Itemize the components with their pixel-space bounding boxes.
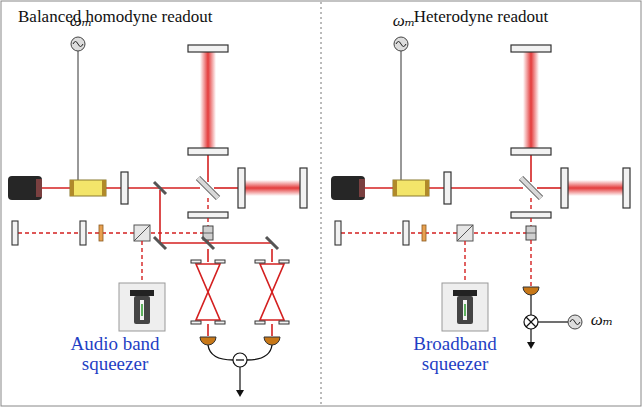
homodyne-readout — [154, 182, 289, 397]
heterodyne-readout — [523, 240, 582, 349]
panel-heading: Heterodyne readout — [322, 7, 640, 27]
frequency-label: ωₘ — [585, 311, 619, 329]
panel-heading: Balanced homodyne readout — [18, 7, 320, 27]
readout-panel: Balanced homodyne readout — [2, 2, 320, 405]
frequency-label: ωₘ — [66, 12, 96, 30]
squeezer-label: Broadband squeezer — [395, 334, 515, 374]
frequency-label: ωₘ — [389, 12, 419, 30]
squeezer-label: Audio band squeezer — [55, 334, 175, 374]
